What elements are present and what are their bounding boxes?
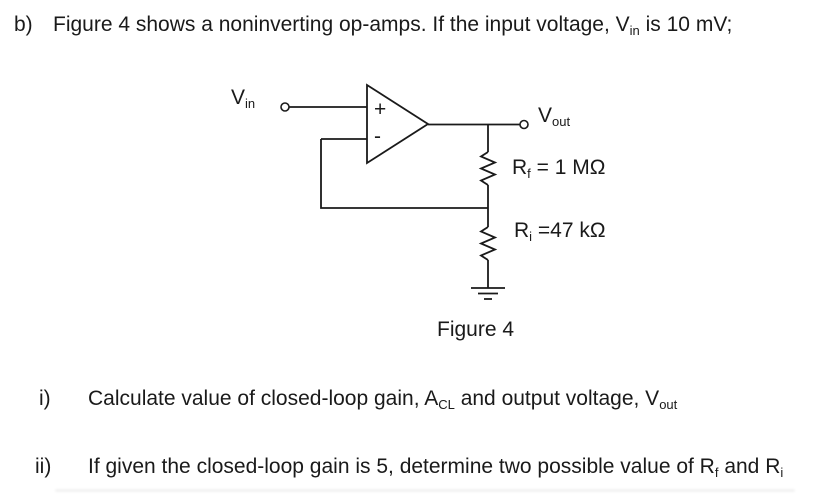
question-i-part1: Calculate value of closed-loop gain, A bbox=[88, 387, 439, 410]
input-terminal-icon bbox=[280, 102, 290, 112]
question-ii-label: ii) bbox=[35, 455, 52, 478]
rf-symbol: R bbox=[512, 156, 528, 179]
question-b-line: b) Figure 4 shows a noninverting op-amps… bbox=[0, 14, 824, 40]
question-b-label: b) bbox=[14, 13, 33, 36]
scan-artifact bbox=[55, 489, 795, 492]
vin-subscript: in bbox=[245, 96, 256, 111]
figure-caption: Figure 4 bbox=[437, 318, 515, 341]
wire-feedback-loop bbox=[320, 139, 488, 209]
question-b-part1: Figure 4 shows a noninverting op-amps. I… bbox=[53, 13, 630, 36]
opamp-plus-sign: + bbox=[374, 98, 387, 121]
rf-value: = 1 MΩ bbox=[530, 156, 606, 179]
ri-subscript: i bbox=[529, 229, 533, 244]
resistor-rf-icon bbox=[478, 151, 498, 186]
opamp-triangle-icon bbox=[366, 83, 430, 165]
question-ii-line: ii) If given the closed-loop gain is 5, … bbox=[0, 456, 824, 482]
opamp-minus-sign: - bbox=[374, 125, 381, 148]
question-ii-part2: and R bbox=[718, 455, 781, 478]
question-b-text: Figure 4 shows a noninverting op-amps. I… bbox=[53, 13, 733, 38]
ri-label: Ri =47 kΩ bbox=[514, 219, 606, 244]
question-ii-text: If given the closed-loop gain is 5, dete… bbox=[88, 455, 784, 480]
vin-symbol: V bbox=[231, 86, 246, 109]
question-i-part2: and output voltage, V bbox=[454, 387, 660, 410]
question-ii-sub-ri: i bbox=[780, 465, 784, 480]
question-i-sub-acl: CL bbox=[438, 397, 455, 412]
question-ii-sub-rf: f bbox=[714, 465, 719, 480]
vin-label: Vin bbox=[231, 86, 256, 111]
vout-subscript: out bbox=[552, 114, 571, 129]
vout-symbol: V bbox=[538, 104, 553, 127]
resistor-ri-icon bbox=[478, 226, 498, 261]
output-terminal-icon bbox=[519, 119, 529, 130]
question-b-part2: is 10 mV; bbox=[639, 13, 733, 36]
question-i-sub-vout: out bbox=[659, 397, 678, 412]
rf-label: Rf = 1 MΩ bbox=[512, 156, 606, 181]
question-i-line: i) Calculate value of closed-loop gain, … bbox=[0, 388, 824, 414]
question-b-sub-in: in bbox=[629, 23, 640, 38]
ri-symbol: R bbox=[514, 219, 530, 242]
vout-label: Vout bbox=[538, 104, 571, 129]
question-i-label: i) bbox=[39, 387, 51, 410]
ri-value: =47 kΩ bbox=[532, 219, 606, 242]
ground-icon bbox=[471, 287, 505, 300]
question-ii-part1: If given the closed-loop gain is 5, dete… bbox=[88, 455, 715, 478]
rf-subscript: f bbox=[527, 166, 531, 181]
question-i-text: Calculate value of closed-loop gain, ACL… bbox=[88, 387, 678, 412]
